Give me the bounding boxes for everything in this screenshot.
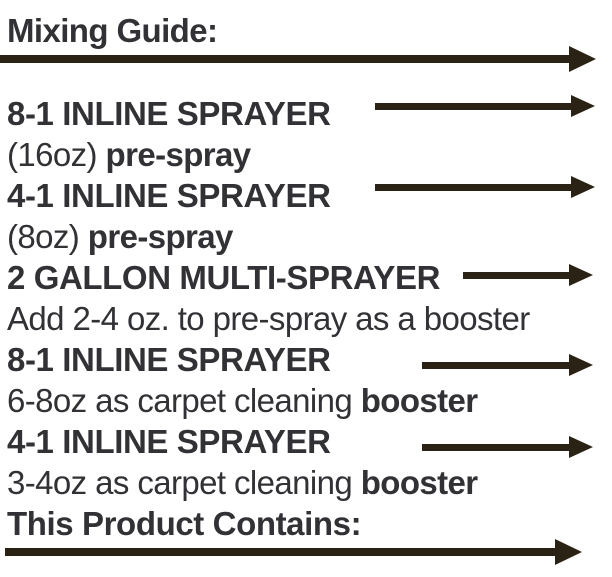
sprayer-row-4-1-booster: 4-1 INLINE SPRAYER <box>0 421 612 462</box>
contains-heading-row: This Product Contains: <box>0 503 612 544</box>
arrow-shaft <box>0 55 569 63</box>
sprayer-row-8-1-prespray: 8-1 INLINE SPRAYER <box>0 93 612 134</box>
sprayer-heading: 2 GALLON MULTI-SPRAYER <box>7 259 441 296</box>
sprayer-row-8-1-booster: 8-1 INLINE SPRAYER <box>0 339 612 380</box>
dosage-text: 6-8oz as carpet cleaning booster <box>7 380 478 421</box>
dosage-regular: 6-8oz as carpet cleaning <box>7 382 361 419</box>
arrow-shaft <box>5 548 555 556</box>
arrow-head <box>555 539 582 565</box>
dosage-regular: (8oz) <box>7 218 88 255</box>
dosage-regular: 3-4oz as carpet cleaning <box>7 464 361 501</box>
dosage-row: (8oz) pre-spray <box>0 216 612 257</box>
dosage-regular: (16oz) <box>7 136 106 173</box>
dosage-bold: booster <box>360 382 478 419</box>
instruction-rows: 8-1 INLINE SPRAYER (16oz) pre-spray 4-1 … <box>0 93 612 544</box>
dosage-row: Add 2-4 oz. to pre-spray as a booster <box>0 298 612 339</box>
dosage-bold: pre-spray <box>105 136 252 173</box>
sprayer-heading: 8-1 INLINE SPRAYER <box>7 95 331 132</box>
arrow-shaft <box>422 361 569 369</box>
mixing-guide-title: Mixing Guide: <box>7 12 218 49</box>
arrow-shaft <box>375 102 571 110</box>
right-arrow-icon <box>375 94 595 118</box>
arrow-shaft <box>375 183 571 191</box>
right-arrow-icon <box>0 46 596 72</box>
dosage-regular: Add 2-4 oz. to pre-spray as a booster <box>7 300 530 337</box>
sprayer-heading: 8-1 INLINE SPRAYER <box>7 341 331 378</box>
arrow-head <box>571 176 595 198</box>
dosage-row: 6-8oz as carpet cleaning booster <box>0 380 612 421</box>
contains-heading: This Product Contains: <box>7 505 362 542</box>
arrow-head <box>569 436 593 458</box>
arrow-head <box>569 264 593 286</box>
dosage-bold: pre-spray <box>87 218 234 255</box>
right-arrow-icon <box>422 353 593 377</box>
dosage-text: (8oz) pre-spray <box>7 216 233 257</box>
arrow-head <box>569 354 593 376</box>
dosage-text: (16oz) pre-spray <box>7 134 251 175</box>
arrow-shaft <box>463 271 569 279</box>
dosage-row: 3-4oz as carpet cleaning booster <box>0 462 612 503</box>
sprayer-row-2-gallon: 2 GALLON MULTI-SPRAYER <box>0 257 612 298</box>
dosage-text: Add 2-4 oz. to pre-spray as a booster <box>7 298 530 339</box>
right-arrow-icon <box>375 175 595 199</box>
arrow-shaft <box>422 443 569 451</box>
right-arrow-icon <box>5 539 582 565</box>
right-arrow-icon <box>422 435 593 459</box>
sprayer-row-4-1-prespray: 4-1 INLINE SPRAYER <box>0 175 612 216</box>
dosage-row: (16oz) pre-spray <box>0 134 612 175</box>
dosage-bold: booster <box>360 464 478 501</box>
right-arrow-icon <box>463 263 593 287</box>
arrow-head <box>569 46 596 72</box>
sprayer-heading: 4-1 INLINE SPRAYER <box>7 423 331 460</box>
dosage-text: 3-4oz as carpet cleaning booster <box>7 462 478 503</box>
sprayer-heading: 4-1 INLINE SPRAYER <box>7 177 331 214</box>
arrow-head <box>571 95 595 117</box>
